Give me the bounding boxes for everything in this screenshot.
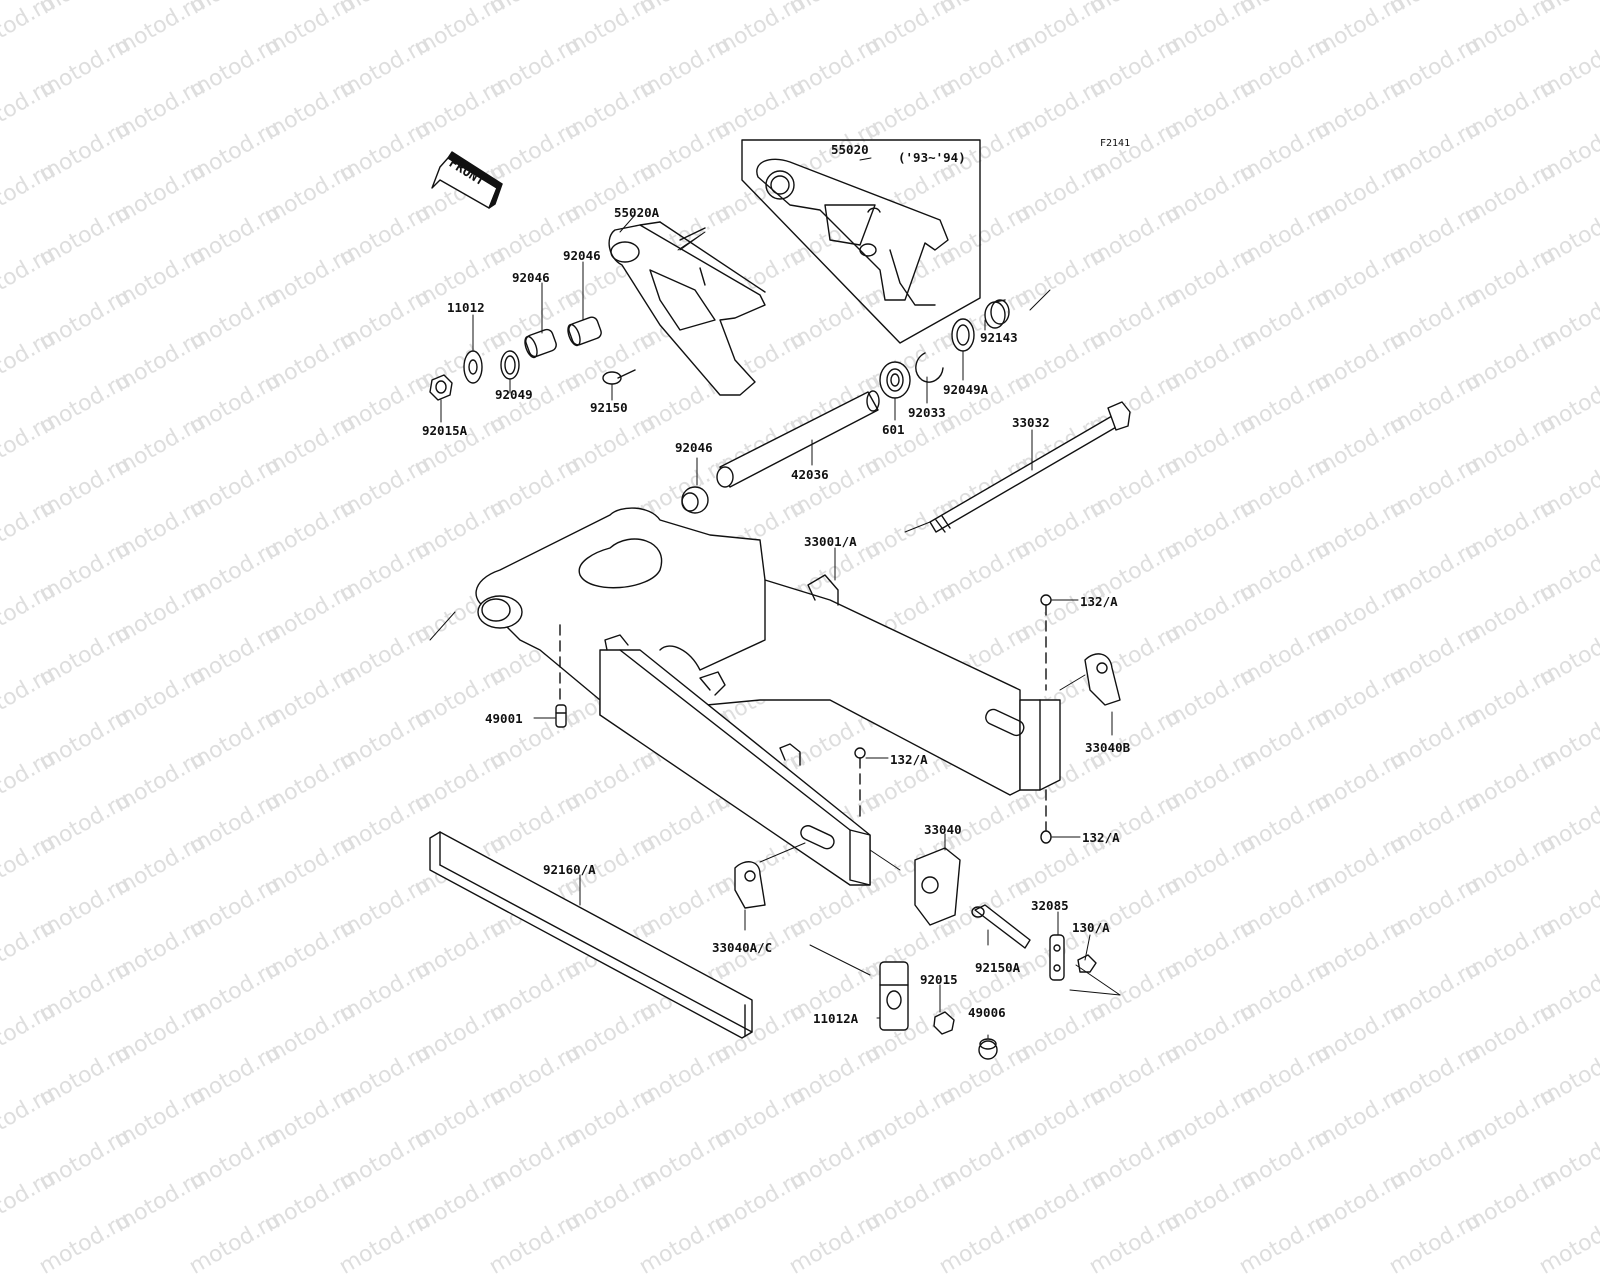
chain-guide-inset <box>741 139 981 344</box>
sleeve-42036 <box>716 390 880 488</box>
watermark-text: motod.ru <box>1535 1207 1600 1280</box>
seal-92049 <box>500 350 520 380</box>
part-label-601: 601 <box>882 422 905 437</box>
part-label-55020: 55020 <box>831 142 869 157</box>
bolt-132A-3 <box>1040 789 1052 844</box>
part-label-33032: 33032 <box>1012 415 1050 430</box>
bearing-601 <box>879 361 911 399</box>
adjuster-block-33040 <box>914 847 961 926</box>
front-arrow-icon <box>431 151 503 209</box>
part-label-33001A: 33001/A <box>804 534 857 549</box>
stopper-11012A <box>879 961 909 1031</box>
collar-92143 <box>984 299 1010 329</box>
diagram-drawing <box>429 139 1131 1060</box>
watermark-text: motod.ru <box>335 1207 435 1280</box>
seal-92049A <box>951 318 975 352</box>
bracket-33040B <box>1084 653 1121 706</box>
watermark-text: motod.ru <box>1085 1207 1185 1280</box>
part-label-33040: 33040 <box>924 822 962 837</box>
part-label-92046-mid: 92046 <box>512 270 550 285</box>
part-label-92143: 92143 <box>980 330 1018 345</box>
part-label-132A-mid: 132/A <box>890 752 928 767</box>
part-label-92033: 92033 <box>908 405 946 420</box>
circlip-92033 <box>915 352 944 383</box>
direction-pointers <box>429 231 1121 996</box>
watermark-text: motod.ru <box>35 1207 135 1280</box>
washer-11012 <box>463 350 483 384</box>
watermark-text: motod.ru <box>785 1207 885 1280</box>
watermark-text: motod.ru <box>1385 1207 1485 1280</box>
bolt-132A-2 <box>854 747 866 821</box>
part-label-132A-top: 132/A <box>1080 594 1118 609</box>
watermark-text: motod.ru <box>1235 1207 1335 1280</box>
nut-92015A <box>429 374 453 401</box>
bolt-92150A <box>971 904 1031 949</box>
bracket-33040AC <box>734 861 766 909</box>
pivot-shaft-33032 <box>929 401 1131 533</box>
grease-nipple-49001 <box>555 704 567 728</box>
collar-92046c <box>681 486 709 514</box>
part-label-33040AC: 33040A/C <box>712 940 773 955</box>
part-label-130A: 130/A <box>1072 920 1110 935</box>
part-label-11012A: 11012A <box>813 1011 859 1026</box>
part-label-92015A: 92015A <box>422 423 468 438</box>
part-label-92150A: 92150A <box>975 960 1021 975</box>
leader-lines <box>440 157 1113 1039</box>
watermark-text: motod.ru <box>185 1207 285 1280</box>
swingarm-33001 <box>475 507 1061 886</box>
chain-guide-55020A <box>608 221 766 396</box>
part-label-49006: 49006 <box>968 1005 1006 1020</box>
collar-92046b <box>524 328 557 359</box>
part-label-92015: 92015 <box>920 972 958 987</box>
nut-92015 <box>933 1011 955 1035</box>
year-note: ('93~'94) <box>898 150 966 165</box>
cap-49006 <box>978 1038 998 1060</box>
part-label-92049A: 92049A <box>943 382 989 397</box>
plate-32085 <box>1049 934 1065 981</box>
part-label-33040B: 33040B <box>1085 740 1131 755</box>
watermark-text: motod.ru <box>635 1207 735 1280</box>
part-label-49001: 49001 <box>485 711 523 726</box>
bolt-130A <box>1077 954 1097 973</box>
bolt-92150 <box>602 369 636 385</box>
figure-code: F2141 <box>1100 138 1131 149</box>
part-label-32085: 32085 <box>1031 898 1069 913</box>
part-label-92049: 92049 <box>495 387 533 402</box>
watermark-text: motod.ru <box>485 1207 585 1280</box>
bolt-132A-1 <box>1040 594 1052 691</box>
part-label-132A-low: 132/A <box>1082 830 1120 845</box>
part-label-42036: 42036 <box>791 467 829 482</box>
part-label-92046-top: 92046 <box>563 248 601 263</box>
chain-slipper-92160A <box>429 831 753 1039</box>
collar-92046a <box>567 316 602 347</box>
part-label-92150: 92150 <box>590 400 628 415</box>
part-label-92046-low: 92046 <box>675 440 713 455</box>
part-label-11012: 11012 <box>447 300 485 315</box>
part-label-55020A: 55020A <box>614 205 660 220</box>
watermark-text: motod.ru <box>935 1207 1035 1280</box>
part-label-92160A: 92160/A <box>543 862 596 877</box>
